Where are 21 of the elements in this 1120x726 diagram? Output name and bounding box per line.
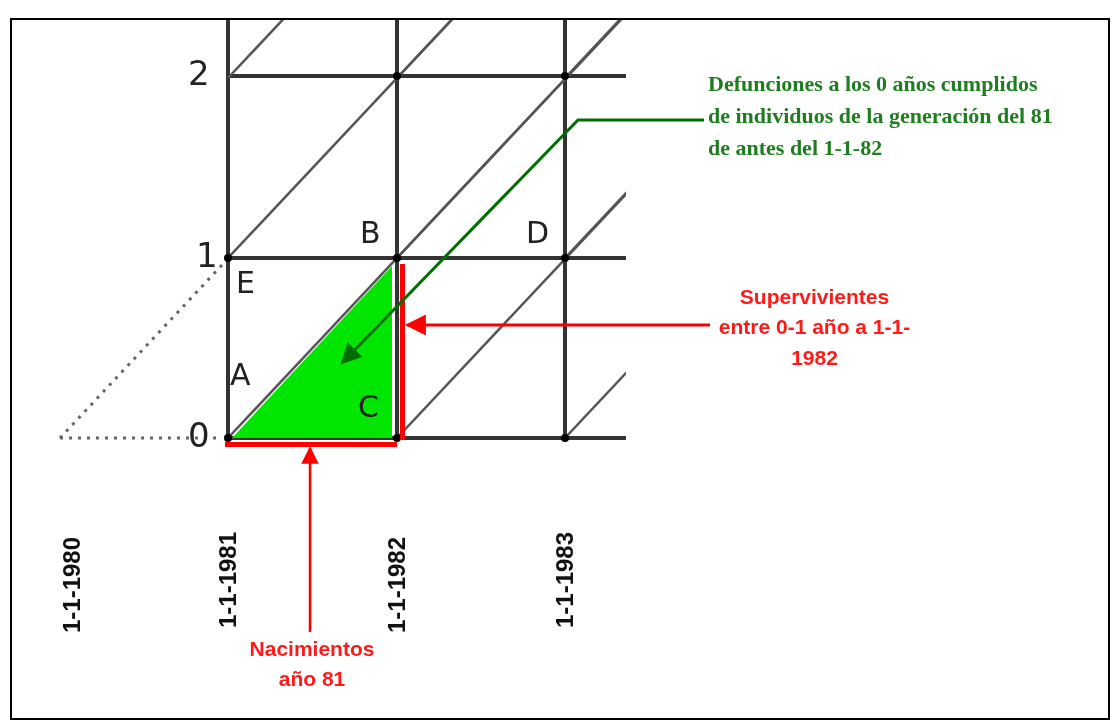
arrow (404, 314, 710, 336)
axis-tick-label: 0 (188, 418, 210, 452)
point-label: C (358, 392, 379, 422)
highlighted-segment (225, 442, 397, 447)
point-label: B (360, 218, 381, 248)
axis-date-label: 1-1-1982 (383, 536, 412, 634)
axis-date-label: 1-1-1980 (58, 536, 87, 634)
axis-date-label: 1-1-1983 (551, 531, 580, 629)
highlighted-segment (400, 264, 405, 440)
annotation-text: Nacimientos año 81 (232, 634, 392, 695)
point-label: E (236, 268, 255, 298)
axis-tick-label: 1 (196, 238, 218, 272)
arrow (340, 118, 704, 365)
shaded-triangle (232, 266, 392, 438)
axis-tick-label: 2 (188, 56, 210, 90)
arrow (301, 446, 319, 632)
point-label: A (230, 360, 251, 390)
annotation-text: Defunciones a los 0 años cumplidos de individuos de la generación del 81 de antes del 1-1-82 (708, 68, 1053, 164)
axis-date-label: 1-1-1981 (214, 531, 243, 629)
point-label: D (526, 218, 550, 248)
annotation-text: Supervivientes entre 0-1 año a 1-1-1982 (712, 282, 917, 374)
